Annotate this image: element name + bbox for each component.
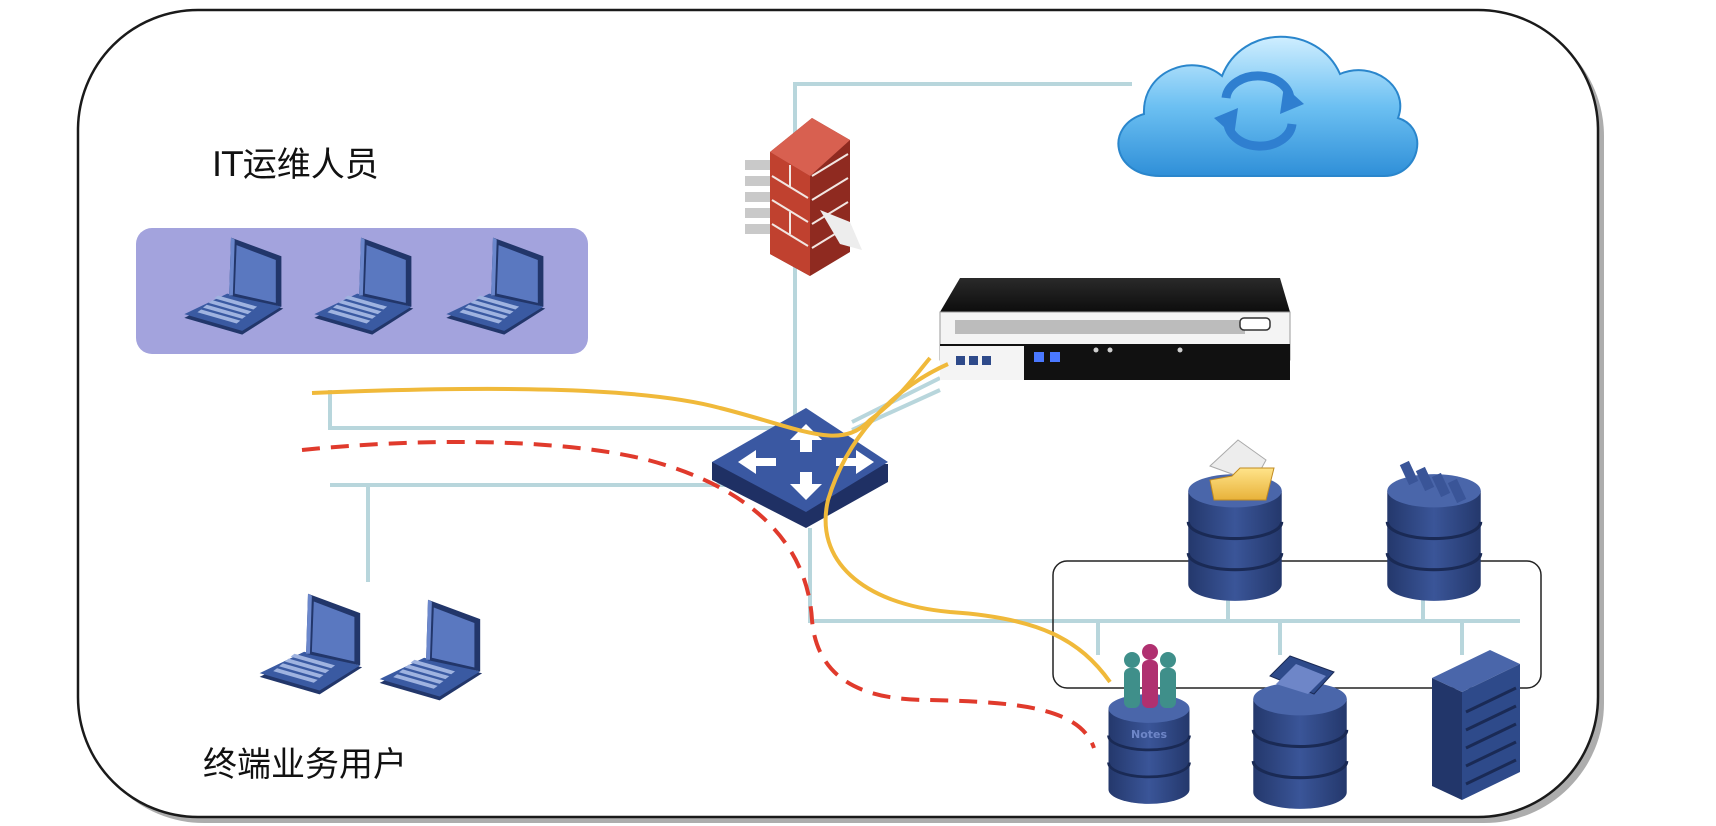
audit-appliance — [939, 278, 1291, 380]
end-users-label: 终端业务用户 — [203, 745, 407, 785]
database-icon — [1186, 439, 1284, 603]
cloud-sync-icon — [1117, 35, 1419, 177]
database-icon — [1385, 460, 1483, 603]
server-rack-icon — [1432, 650, 1520, 800]
notes-db-label: Notes — [1131, 728, 1167, 741]
it-staff-label: IT运维人员 — [212, 145, 379, 185]
database-icon: Notes — [1107, 644, 1191, 806]
user-access-path — [301, 439, 1096, 749]
ops-access-path — [311, 356, 1112, 684]
firewall-icon — [745, 118, 862, 276]
database-icon — [1251, 655, 1349, 811]
